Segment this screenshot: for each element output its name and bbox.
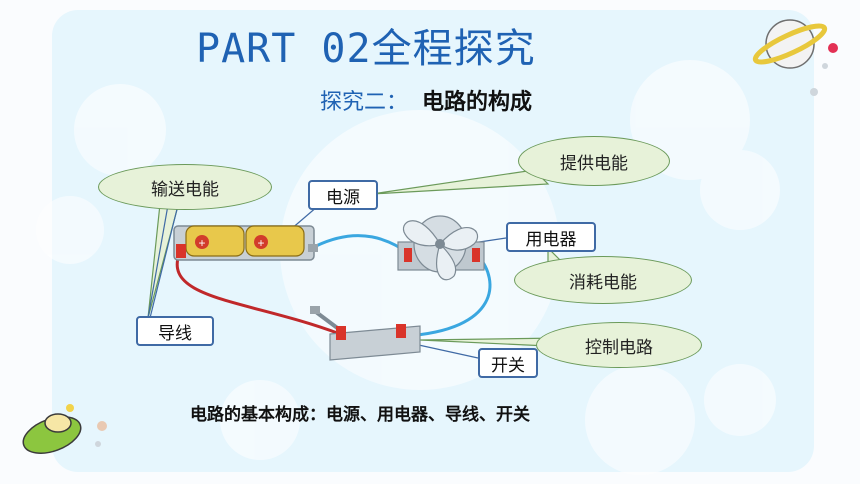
label-power-source: 电源 — [308, 180, 378, 210]
summary-text: 电路的基本构成：电源、用电器、导线、开关 — [190, 405, 530, 425]
svg-text:+: + — [198, 236, 205, 250]
callout-provide-energy: 提供电能 — [518, 136, 670, 186]
label-wire: 导线 — [136, 316, 214, 346]
planet-icon — [752, 19, 838, 96]
fan-icon — [397, 215, 485, 281]
battery-icon: + + — [173, 225, 318, 261]
label-switch: 开关 — [478, 348, 538, 378]
callout-consume-energy: 消耗电能 — [514, 256, 692, 304]
subtitle-prefix: 探究二： — [320, 90, 409, 115]
switch-icon — [310, 306, 421, 361]
blue-wire-right — [404, 254, 492, 338]
blue-wire-top — [315, 234, 411, 256]
callout-deliver-energy: 输送电能 — [98, 164, 272, 210]
ufo-icon — [22, 404, 107, 454]
subtitle-topic: 电路的构成 — [422, 90, 533, 115]
subtitle: 探究二： 电路的构成 — [320, 84, 532, 116]
page-title: PART 02全程探究 — [196, 26, 536, 72]
label-appliance: 用电器 — [506, 222, 596, 252]
callout-control-circuit: 控制电路 — [536, 322, 702, 368]
red-wire — [175, 251, 341, 336]
svg-text:+: + — [257, 236, 264, 250]
